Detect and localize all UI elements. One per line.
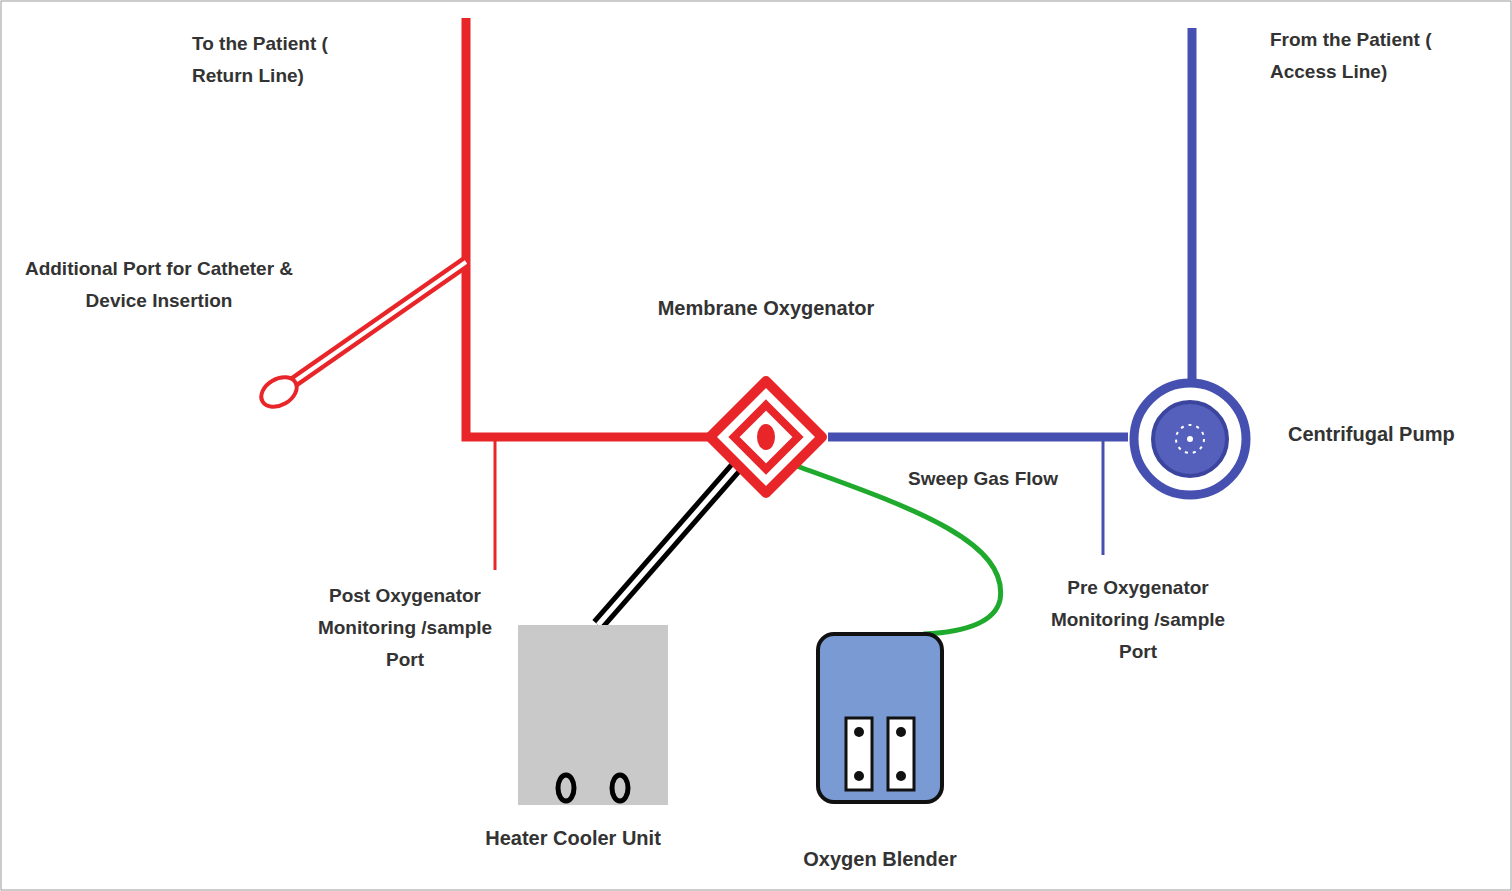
circuit-connector bbox=[794, 465, 1001, 634]
node-label: Heater Cooler Unit bbox=[453, 825, 693, 851]
oxygen-blender: Oxygen Blender bbox=[816, 632, 944, 804]
circuit-connector bbox=[598, 465, 738, 625]
membrane-oxygenator: Membrane Oxygenator bbox=[704, 375, 828, 499]
pre-port-label: Pre Oxygenator Monitoring /sample Port bbox=[1038, 572, 1238, 668]
node-label: Membrane Oxygenator bbox=[616, 295, 916, 321]
heater-cooler-unit: Heater Cooler Unit bbox=[518, 625, 668, 805]
post-port-label: Post Oxygenator Monitoring /sample Port bbox=[305, 580, 505, 676]
post-oxygenator-port bbox=[494, 437, 497, 570]
access-line bbox=[1188, 28, 1197, 384]
return-line-label: To the Patient ( Return Line) bbox=[192, 28, 362, 92]
membrane-oxygenator-shape bbox=[704, 375, 828, 499]
pre-oxygenator-port bbox=[1102, 437, 1105, 555]
oxygen-blender-shape bbox=[816, 632, 944, 804]
return-line bbox=[466, 18, 712, 437]
centrifugal-pump: Centrifugal Pump bbox=[1128, 377, 1252, 501]
node-label: Oxygen Blender bbox=[760, 846, 1000, 872]
centrifugal-pump-shape bbox=[1128, 377, 1252, 501]
catheter-port bbox=[256, 262, 466, 413]
catheter-port-label: Additional Port for Catheter & Device In… bbox=[14, 253, 304, 317]
circuit-connector bbox=[828, 437, 1128, 438]
node-label: Centrifugal Pump bbox=[1288, 421, 1455, 447]
heater-cooler-unit-shape bbox=[518, 625, 668, 805]
access-line-label: From the Patient ( Access Line) bbox=[1270, 24, 1485, 88]
sweep-gas-label: Sweep Gas Flow bbox=[908, 463, 1108, 495]
